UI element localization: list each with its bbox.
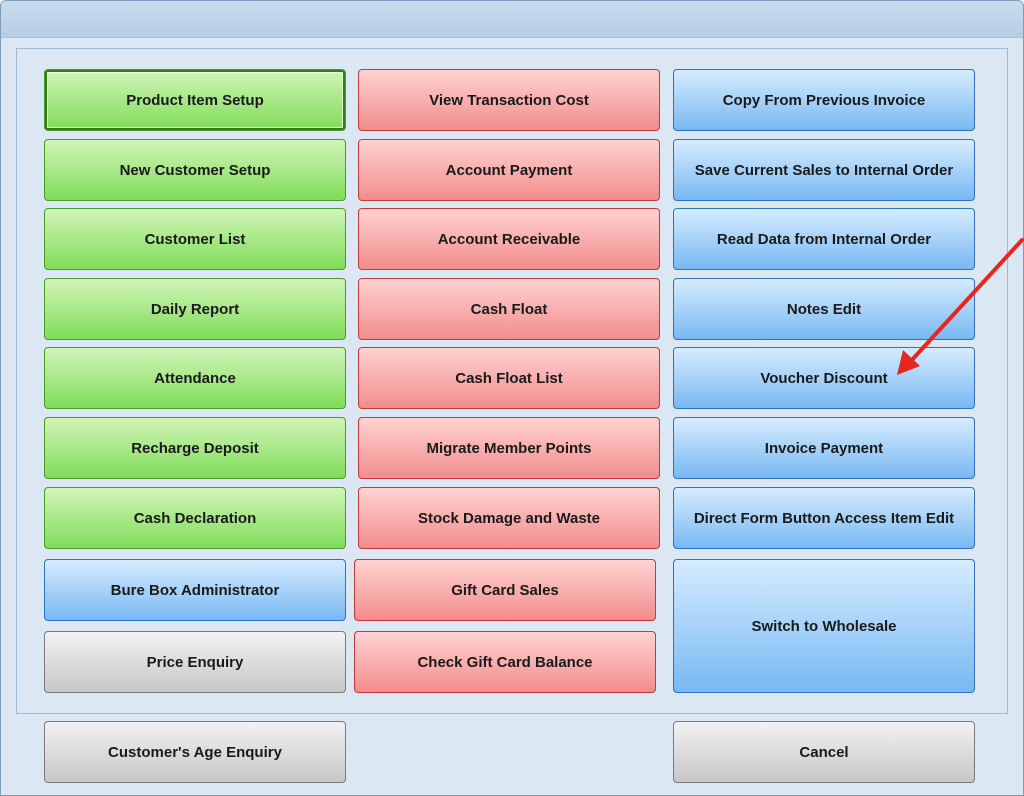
read-data-from-internal-order-button[interactable]: Read Data from Internal Order	[673, 208, 975, 270]
stock-damage-and-waste-button[interactable]: Stock Damage and Waste	[358, 487, 660, 549]
cancel-button[interactable]: Cancel	[673, 721, 975, 783]
title-bar	[1, 1, 1023, 38]
cash-float-button[interactable]: Cash Float	[358, 278, 660, 340]
bure-box-administrator-button[interactable]: Bure Box Administrator	[44, 559, 346, 621]
notes-edit-button[interactable]: Notes Edit	[673, 278, 975, 340]
check-gift-card-balance-button[interactable]: Check Gift Card Balance	[354, 631, 656, 693]
save-current-sales-to-internal-order-button[interactable]: Save Current Sales to Internal Order	[673, 139, 975, 201]
attendance-button[interactable]: Attendance	[44, 347, 346, 409]
switch-to-wholesale-button[interactable]: Switch to Wholesale	[673, 559, 975, 693]
price-enquiry-button[interactable]: Price Enquiry	[44, 631, 346, 693]
invoice-payment-button[interactable]: Invoice Payment	[673, 417, 975, 479]
direct-form-button-access-item-edit-button[interactable]: Direct Form Button Access Item Edit	[673, 487, 975, 549]
customers-age-enquiry-button[interactable]: Customer's Age Enquiry	[44, 721, 346, 783]
voucher-discount-button[interactable]: Voucher Discount	[673, 347, 975, 409]
view-transaction-cost-button[interactable]: View Transaction Cost	[358, 69, 660, 131]
cash-declaration-button[interactable]: Cash Declaration	[44, 487, 346, 549]
copy-from-previous-invoice-button[interactable]: Copy From Previous Invoice	[673, 69, 975, 131]
gift-card-sales-button[interactable]: Gift Card Sales	[354, 559, 656, 621]
product-item-setup-button[interactable]: Product Item Setup	[44, 69, 346, 131]
customer-list-button[interactable]: Customer List	[44, 208, 346, 270]
daily-report-button[interactable]: Daily Report	[44, 278, 346, 340]
cash-float-list-button[interactable]: Cash Float List	[358, 347, 660, 409]
new-customer-setup-button[interactable]: New Customer Setup	[44, 139, 346, 201]
account-payment-button[interactable]: Account Payment	[358, 139, 660, 201]
account-receivable-button[interactable]: Account Receivable	[358, 208, 660, 270]
recharge-deposit-button[interactable]: Recharge Deposit	[44, 417, 346, 479]
migrate-member-points-button[interactable]: Migrate Member Points	[358, 417, 660, 479]
